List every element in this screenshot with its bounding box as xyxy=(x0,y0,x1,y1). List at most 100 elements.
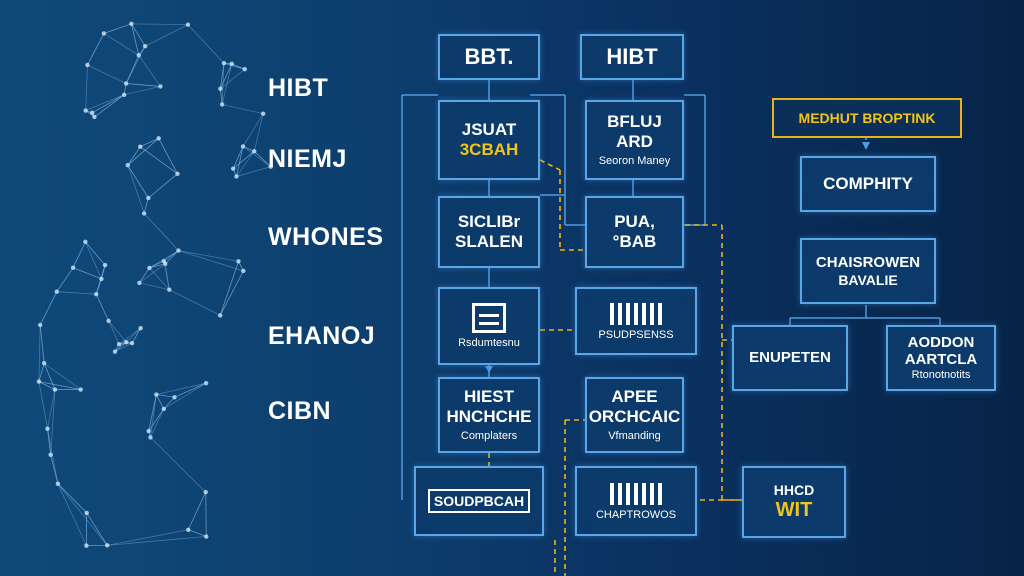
network-edge xyxy=(57,483,108,546)
column-c-left-child-text: ENUPETEN xyxy=(749,349,831,367)
network-node xyxy=(138,144,143,149)
network-node xyxy=(242,66,247,72)
network-edge xyxy=(140,137,159,148)
column-a-box-4-caption: Complaters xyxy=(460,430,518,443)
network-edge xyxy=(205,492,207,537)
column-c-box-2: CHAISROWEN BAVALIE xyxy=(800,238,936,304)
network-edge xyxy=(56,291,97,295)
network-edge xyxy=(72,267,102,280)
column-b-box-1-line2: ARD xyxy=(616,131,653,151)
network-node xyxy=(154,392,159,397)
network-node xyxy=(185,22,191,27)
network-edge xyxy=(103,33,139,56)
network-edge xyxy=(125,55,140,84)
network-edge xyxy=(124,86,161,96)
network-edge xyxy=(126,83,161,87)
network-edge xyxy=(87,64,127,84)
network-edge xyxy=(127,165,149,199)
network-node xyxy=(48,452,53,458)
network-node xyxy=(172,395,177,400)
network-node xyxy=(268,164,273,169)
side-label-4: EHANOJ xyxy=(268,322,376,350)
network-edge xyxy=(108,320,120,345)
network-edge xyxy=(39,324,45,364)
column-c-right-child-line2: AARTCLA xyxy=(904,351,978,369)
network-edge xyxy=(219,88,223,105)
network-node xyxy=(229,61,235,67)
network-edge xyxy=(86,512,108,546)
network-edge xyxy=(103,23,132,34)
column-a-box-2: SICLIBr SLALEN xyxy=(438,196,540,268)
network-node xyxy=(203,380,209,386)
network-node xyxy=(241,268,246,274)
network-edge xyxy=(131,23,188,26)
network-edge xyxy=(50,454,59,484)
document-icon xyxy=(472,302,506,333)
network-edge xyxy=(107,536,207,546)
network-node xyxy=(121,92,127,98)
column-b-box-5: CHAPTROWOS xyxy=(575,466,697,536)
network-edge xyxy=(188,529,207,537)
network-edge xyxy=(125,327,141,343)
column-a-box-2-line1: SICLIBr xyxy=(457,212,521,232)
side-label-3: WHONES xyxy=(268,223,384,251)
column-c-left-child: ENUPETEN xyxy=(732,325,848,391)
network-edge xyxy=(253,113,264,152)
network-node xyxy=(156,136,161,141)
network-edge xyxy=(165,250,179,265)
network-edge xyxy=(95,278,102,295)
network-node xyxy=(138,326,143,331)
network-edge xyxy=(85,64,88,111)
network-node xyxy=(101,31,107,36)
network-edge xyxy=(139,267,150,284)
network-node xyxy=(236,259,241,264)
network-edge xyxy=(95,294,109,322)
network-edge xyxy=(57,483,88,514)
network-edge xyxy=(38,381,48,429)
network-node xyxy=(94,292,99,297)
network-edge xyxy=(163,396,175,410)
column-c-box-1: COMPHITY xyxy=(800,156,936,212)
network-edge xyxy=(143,213,179,251)
network-edge xyxy=(220,63,233,89)
network-edge xyxy=(242,113,264,147)
network-edge xyxy=(219,63,225,89)
network-edge xyxy=(223,62,245,70)
column-b-box-5-caption: CHAPTROWOS xyxy=(595,508,677,521)
network-edge xyxy=(156,382,207,395)
network-edge xyxy=(127,138,159,166)
column-c-bottom-line2: WIT xyxy=(775,498,813,521)
network-edge xyxy=(38,363,45,382)
network-edge xyxy=(38,324,41,382)
network-node xyxy=(204,534,209,539)
network-node xyxy=(161,406,166,412)
network-node xyxy=(148,435,153,440)
network-edge xyxy=(169,289,221,316)
network-node xyxy=(70,265,76,270)
network-edge xyxy=(232,146,244,169)
network-edge xyxy=(236,166,271,177)
network-edge xyxy=(232,150,255,170)
network-edge xyxy=(148,173,178,199)
network-edge xyxy=(174,382,207,398)
network-edge xyxy=(38,381,56,390)
network-edge xyxy=(178,250,239,262)
network-edge xyxy=(85,241,106,266)
network-edge xyxy=(236,146,244,177)
column-b-box-1: BFLUJ ARD Seoron Maney xyxy=(585,100,684,180)
network-edge xyxy=(158,138,178,174)
network-edge xyxy=(155,394,165,410)
network-node xyxy=(240,144,246,149)
network-edge xyxy=(219,63,225,89)
column-b-box-4-line2: ORCHCAIC xyxy=(588,406,681,426)
network-node xyxy=(83,239,88,245)
column-c-box-1-text: COMPHITY xyxy=(823,174,913,194)
network-edge xyxy=(148,394,157,432)
network-edge xyxy=(236,151,255,177)
network-edge xyxy=(101,265,106,279)
column-b-box-4: APEE ORCHCAIC Vfmanding xyxy=(585,377,684,453)
network-node xyxy=(102,262,108,268)
column-a-header: BBT. xyxy=(438,34,540,80)
network-edge xyxy=(150,408,165,438)
